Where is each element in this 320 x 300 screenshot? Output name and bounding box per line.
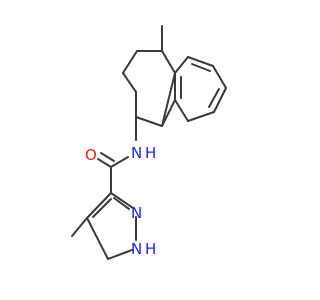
structure-diagram: O N H N N H (71, 25, 227, 260)
bond (92, 198, 112, 218)
double-bond-inner (191, 63, 211, 72)
amide-nitrogen-label: N (131, 144, 142, 162)
pyrazole-ring (86, 192, 137, 260)
bond (187, 111, 215, 122)
ring-nitrogen-label: N (131, 204, 142, 222)
methyl-bond (71, 217, 88, 237)
bond (110, 192, 134, 209)
molecule-canvas: O N H N N H (71, 25, 227, 260)
amide-hydrogen-label: H (145, 144, 156, 162)
saturated-ring (122, 50, 176, 127)
nh-hydrogen-label: H (145, 240, 156, 258)
bond (122, 50, 138, 74)
carbonyl-bond (100, 152, 115, 162)
bond (107, 249, 133, 260)
carbonyl-bond (97, 158, 112, 168)
bond (86, 192, 112, 219)
bond (122, 72, 137, 93)
bond (161, 72, 176, 127)
bond (213, 87, 227, 113)
bond (161, 99, 176, 127)
bond (187, 56, 214, 67)
double-bond-inner (208, 88, 220, 108)
bond (212, 65, 227, 89)
bond (161, 50, 176, 74)
bond (110, 156, 129, 168)
bond (113, 197, 130, 210)
bond (174, 99, 189, 122)
bond (86, 217, 109, 260)
benzene-ring (161, 56, 227, 127)
oxygen-label: O (85, 146, 97, 164)
bond (135, 116, 163, 127)
nh-nitrogen-label: N (131, 240, 142, 258)
bond (174, 56, 189, 74)
